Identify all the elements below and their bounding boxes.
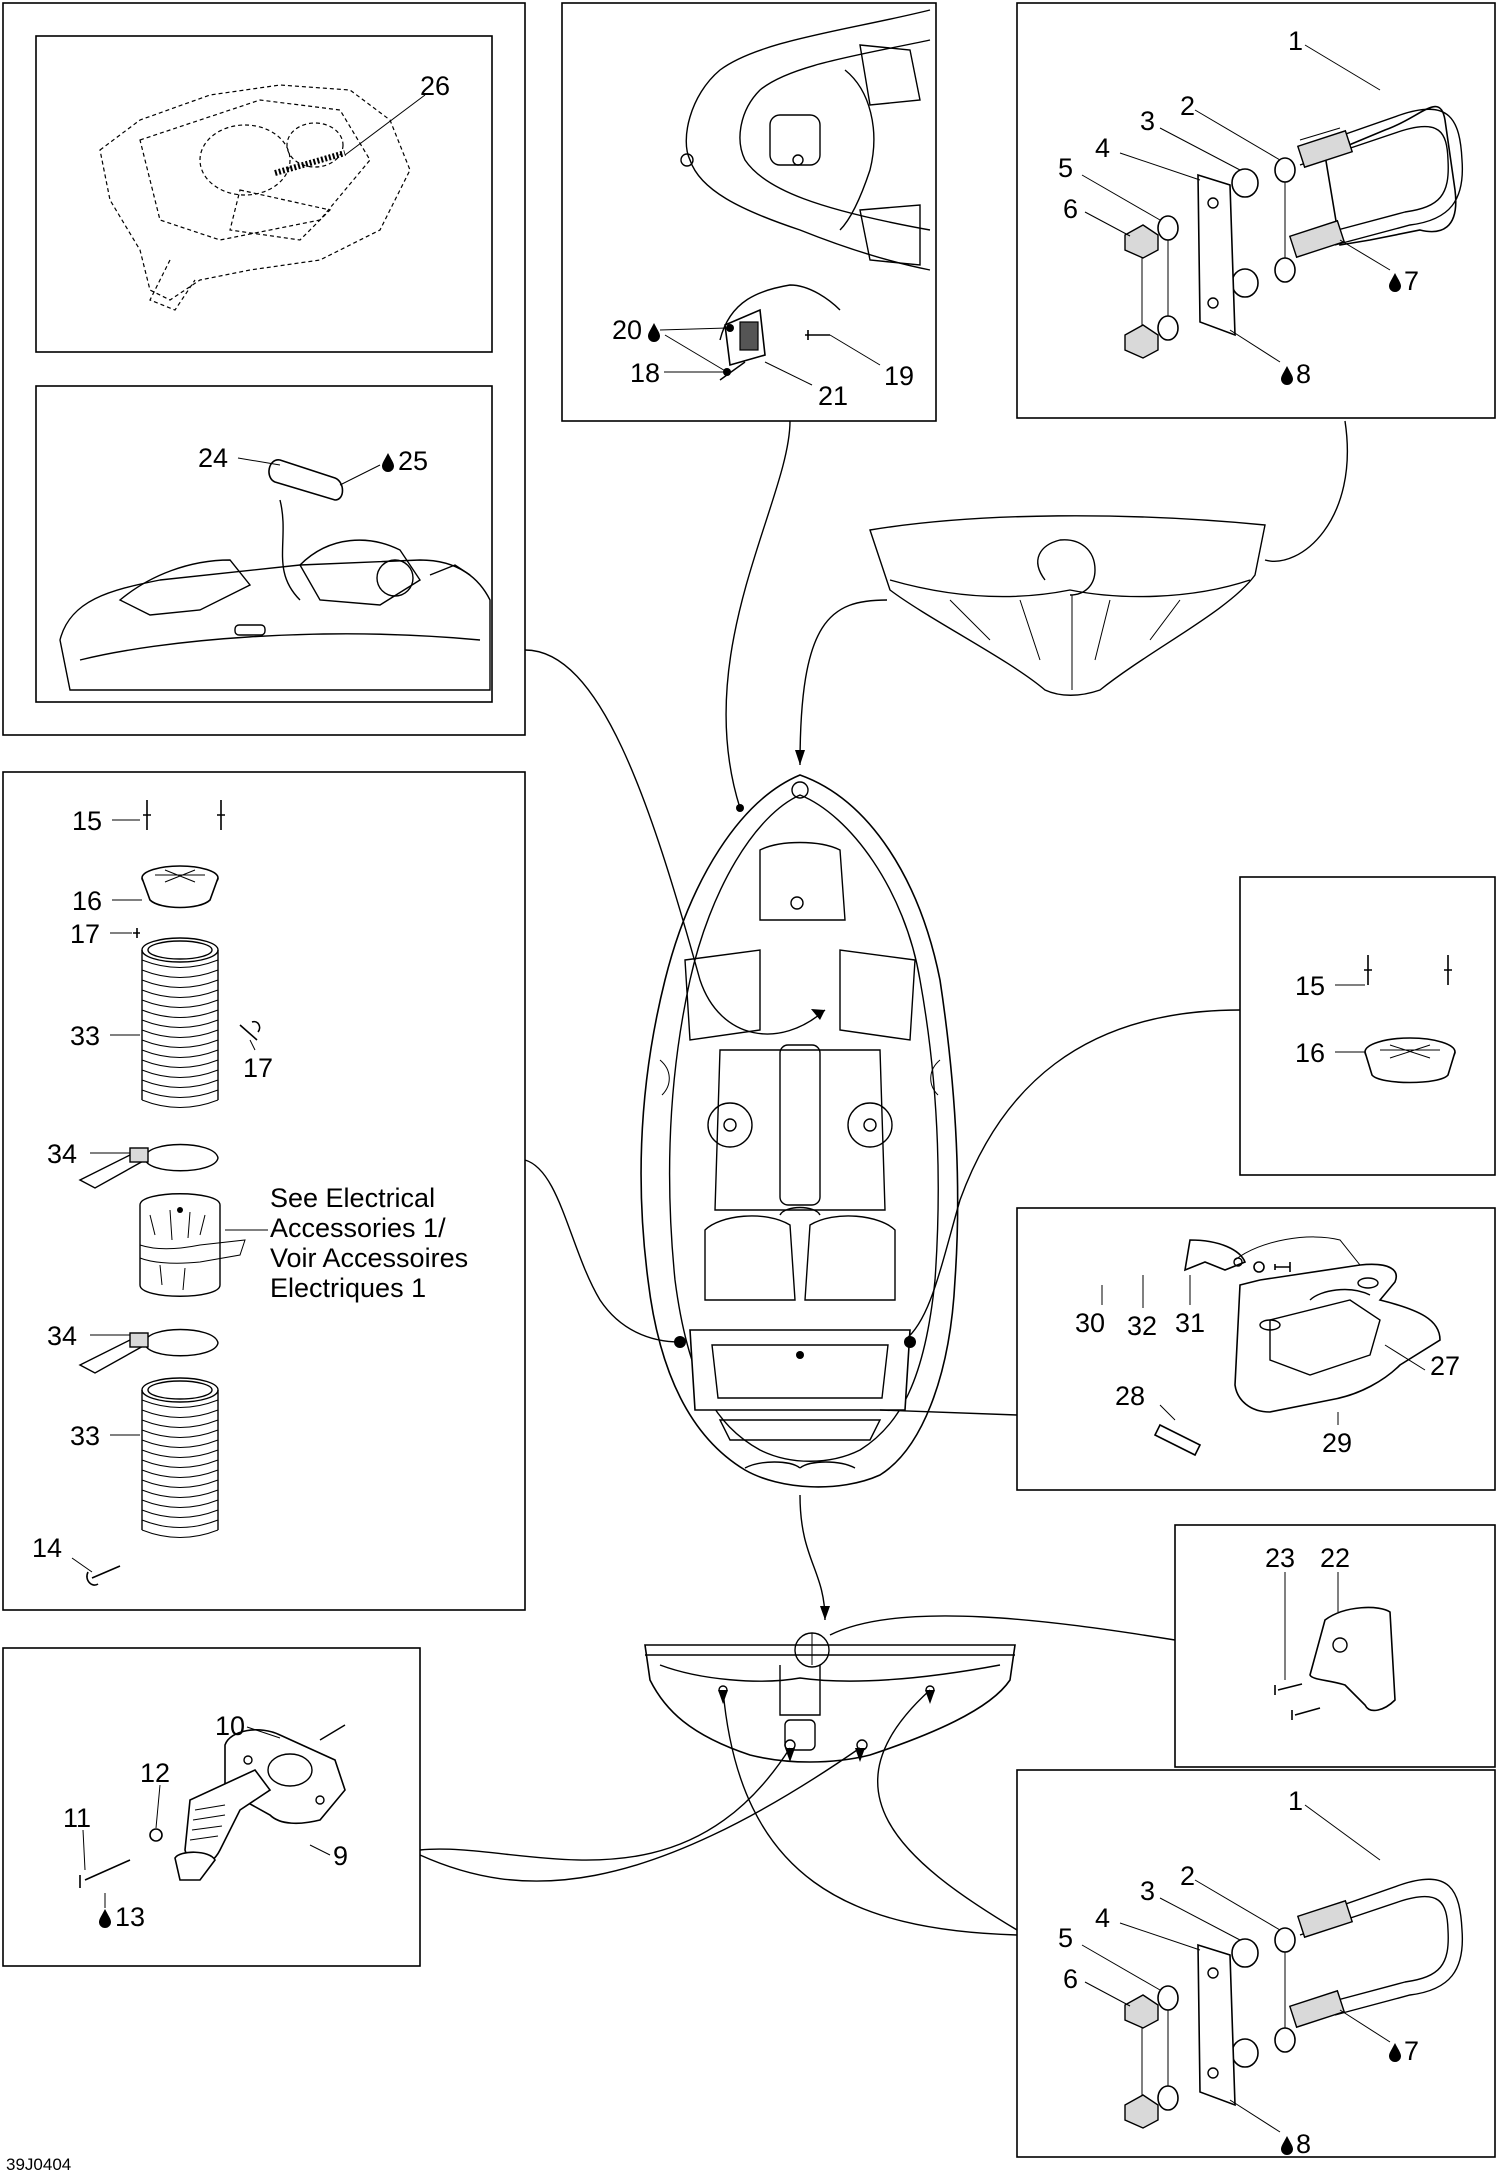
callout-21: 21 bbox=[818, 381, 848, 411]
callout-10: 10 bbox=[215, 1711, 245, 1741]
callout-1: 1 bbox=[1288, 26, 1303, 56]
callout-23: 23 bbox=[1265, 1543, 1295, 1573]
deck-illustration bbox=[59, 499, 491, 691]
u-bolt-assembly-bottom bbox=[1124, 1878, 1464, 2129]
callout-16-left: 16 bbox=[72, 886, 102, 916]
liquid-drop-icon bbox=[382, 453, 394, 472]
connector-lines bbox=[419, 420, 1348, 1936]
storage-bracket-assembly bbox=[1153, 1236, 1441, 1457]
clip-assembly bbox=[1274, 1606, 1396, 1720]
callout-11: 11 bbox=[63, 1803, 91, 1833]
callout-31: 31 bbox=[1175, 1308, 1205, 1338]
liquid-drop-icon bbox=[1281, 366, 1293, 385]
callout-30: 30 bbox=[1075, 1308, 1105, 1338]
callout-33-upper: 33 bbox=[70, 1021, 100, 1051]
liquid-drop-icon bbox=[648, 323, 660, 342]
liquid-drop-icon bbox=[99, 1909, 111, 1928]
callout-17-lower: 17 bbox=[243, 1053, 273, 1083]
bow-section bbox=[869, 515, 1266, 696]
note-line-2: Accessories 1/ bbox=[270, 1213, 446, 1243]
liquid-drop-icon bbox=[1389, 273, 1401, 292]
callout-2-bottom: 2 bbox=[1180, 1861, 1195, 1891]
callout-33-lower: 33 bbox=[70, 1421, 100, 1451]
callout-28: 28 bbox=[1115, 1381, 1145, 1411]
callout-8: 8 bbox=[1296, 359, 1311, 389]
panel-console-seam bbox=[35, 35, 493, 353]
callout-7-bottom: 7 bbox=[1404, 2036, 1419, 2066]
callout-18: 18 bbox=[630, 358, 660, 388]
callout-25: 25 bbox=[398, 446, 428, 476]
panel-u-bolt-bottom bbox=[1016, 1769, 1496, 2158]
note-line-1: See Electrical bbox=[270, 1183, 435, 1213]
console-illustration bbox=[99, 84, 411, 311]
cable-tie-34-upper bbox=[78, 1143, 219, 1189]
liquid-drop-icon bbox=[1281, 2136, 1293, 2155]
callout-3-bottom: 3 bbox=[1140, 1876, 1155, 1906]
note-line-3: Voir Accessoires bbox=[270, 1243, 468, 1273]
callout-27: 27 bbox=[1430, 1351, 1460, 1381]
callout-15-right: 15 bbox=[1295, 971, 1325, 1001]
callout-15-left: 15 bbox=[72, 806, 102, 836]
callout-22: 22 bbox=[1320, 1543, 1350, 1573]
callout-34-lower: 34 bbox=[47, 1321, 77, 1351]
callout-19: 19 bbox=[884, 361, 914, 391]
callout-5-bottom: 5 bbox=[1058, 1923, 1073, 1953]
panel-top-left-frame bbox=[2, 2, 526, 736]
panel-deck-grip bbox=[35, 385, 493, 703]
vent-cap-assembly-right bbox=[1364, 955, 1456, 1084]
vent-tube-assembly bbox=[78, 800, 261, 1586]
arrow-heads bbox=[718, 750, 935, 1762]
callout-13: 13 bbox=[115, 1902, 145, 1932]
callout-16-right: 16 bbox=[1295, 1038, 1325, 1068]
callout-26: 26 bbox=[420, 71, 450, 101]
drain-plug-assembly bbox=[79, 1724, 346, 1888]
callout-24: 24 bbox=[198, 443, 228, 473]
callout-7: 7 bbox=[1404, 266, 1419, 296]
callout-2: 2 bbox=[1180, 91, 1195, 121]
panel-drain-plug bbox=[2, 1647, 421, 1967]
callout-29: 29 bbox=[1322, 1428, 1352, 1458]
callout-3: 3 bbox=[1140, 106, 1155, 136]
callout-4: 4 bbox=[1095, 133, 1110, 163]
bow-eye-assembly bbox=[719, 284, 841, 381]
panel-bow-eye bbox=[561, 2, 937, 422]
callout-5: 5 bbox=[1058, 153, 1073, 183]
grip-tape-24 bbox=[268, 459, 344, 501]
callout-6: 6 bbox=[1063, 194, 1078, 224]
electrical-sleeve bbox=[139, 1193, 246, 1297]
panel-u-bolt-top bbox=[1016, 2, 1496, 419]
callout-12: 12 bbox=[140, 1758, 170, 1788]
hull-front-illustration bbox=[680, 9, 931, 271]
panel-vent-tube bbox=[2, 771, 526, 1611]
note-line-4: Electriques 1 bbox=[270, 1273, 426, 1303]
callout-1-bottom: 1 bbox=[1288, 1786, 1303, 1816]
corrugated-tube-33-upper bbox=[141, 950, 219, 1108]
diagram-code: 39J0404 bbox=[6, 2155, 71, 2174]
panel-clip bbox=[1174, 1524, 1496, 1768]
corrugated-tube-33-lower bbox=[141, 1390, 219, 1538]
callout-4-bottom: 4 bbox=[1095, 1903, 1110, 1933]
panel-vent-cap bbox=[1239, 876, 1496, 1176]
callout-32: 32 bbox=[1127, 1311, 1157, 1341]
callout-9: 9 bbox=[333, 1841, 348, 1871]
callout-14: 14 bbox=[32, 1533, 62, 1563]
hull-top-view bbox=[640, 774, 959, 1488]
cable-tie-34-lower bbox=[78, 1328, 219, 1374]
callout-34-upper: 34 bbox=[47, 1139, 77, 1169]
callout-8-bottom: 8 bbox=[1296, 2129, 1311, 2159]
callout-20: 20 bbox=[612, 315, 642, 345]
transom-view bbox=[644, 1632, 1016, 1763]
callout-17-upper: 17 bbox=[70, 919, 100, 949]
liquid-drop-icon bbox=[1389, 2043, 1401, 2062]
u-bolt-assembly-top bbox=[1124, 105, 1464, 359]
panel-storage-bracket bbox=[1016, 1207, 1496, 1491]
callout-6-bottom: 6 bbox=[1063, 1964, 1078, 1994]
